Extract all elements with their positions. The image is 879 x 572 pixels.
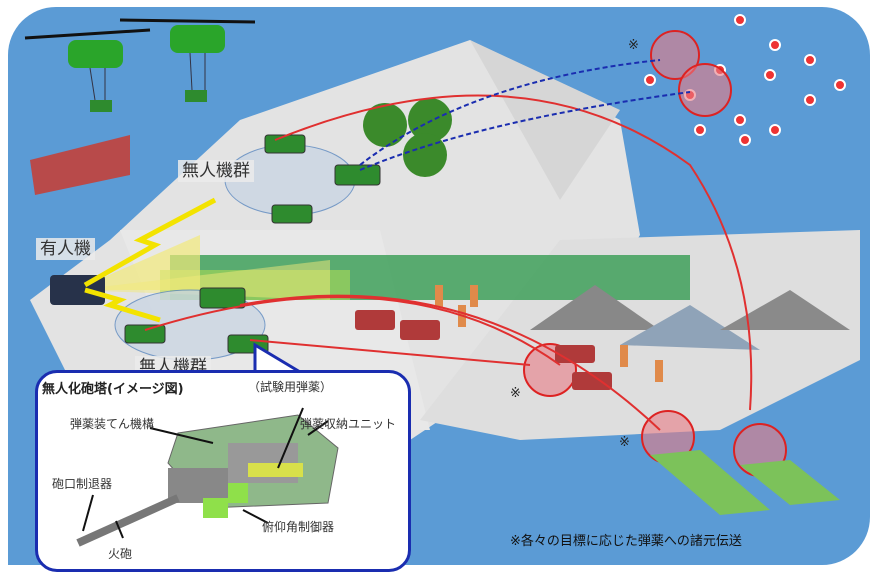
ground-robot-icon — [124, 134, 381, 354]
ammo-icon — [248, 463, 303, 477]
unmanned-group-label-upper: 無人機群 — [178, 160, 254, 182]
turret-illustration — [76, 407, 339, 547]
part-label-muzzle-brake: 砲口制退器 — [52, 477, 113, 491]
battlefield-scene — [24, 14, 860, 515]
gun-barrel-icon — [76, 494, 180, 547]
helicopter-icon — [24, 18, 256, 112]
mountain-icon — [530, 285, 660, 330]
data-link-line — [359, 59, 661, 166]
target-mark: ※ — [510, 386, 521, 401]
inset-subtitle: （試験用弾薬） — [248, 380, 333, 394]
part-label-storage-unit: 弾薬収納ユニット — [300, 417, 397, 431]
target-mark: ※ — [628, 38, 639, 53]
comm-link-icon — [83, 197, 217, 288]
bush-icon — [363, 103, 407, 147]
manned-aircraft-label: 有人機 — [36, 238, 95, 260]
part-label-loader: 弾薬装てん機構 — [70, 417, 155, 431]
target-mark: ※ — [619, 435, 630, 450]
landing-craft-icon — [650, 450, 770, 515]
footnote: ※各々の目標に応じた弾薬への諸元伝送 — [510, 534, 742, 549]
unmanned-turret-inset — [35, 370, 411, 572]
part-label-elevation-controller: 俯仰角制御器 — [262, 520, 335, 534]
inset-title: 無人化砲塔(イメージ図) — [42, 382, 184, 397]
trajectory-line — [274, 94, 753, 411]
part-label-gun: 火砲 — [108, 547, 133, 561]
transport-ship-icon — [30, 135, 130, 195]
enemy-vehicle-icon — [355, 310, 612, 390]
diagram-frame — [8, 7, 870, 565]
